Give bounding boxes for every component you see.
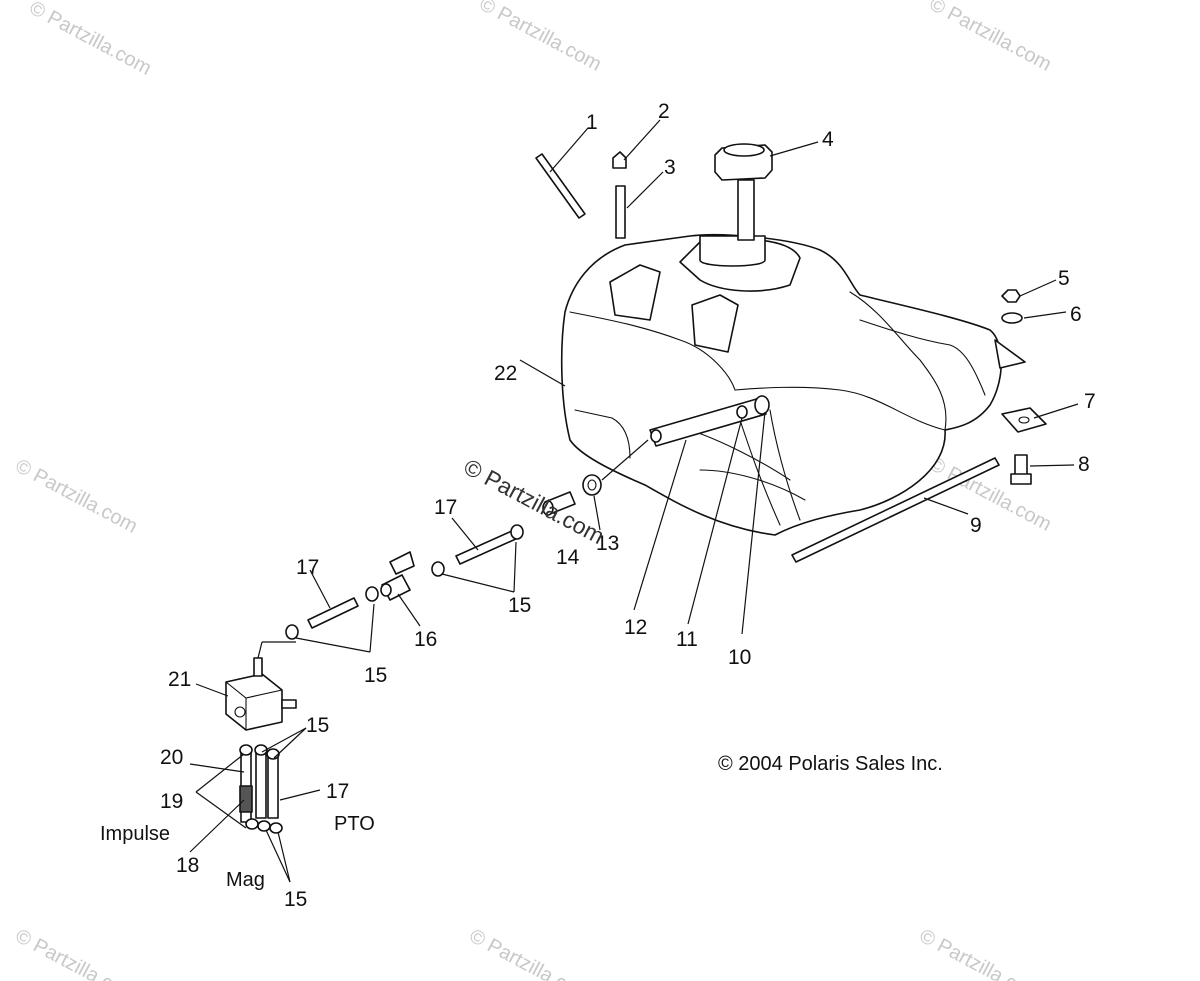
fuel-valve-part <box>380 551 415 601</box>
nut-part <box>1001 289 1021 303</box>
fuel-hose-upper <box>431 524 524 577</box>
watermark-bottom-right: © Partzilla.com <box>916 925 1045 981</box>
callout-15-mag: 15 <box>284 888 307 911</box>
callout-20: 20 <box>160 746 183 769</box>
callout-1: 1 <box>586 111 598 134</box>
callout-15-upper: 15 <box>508 594 531 617</box>
callout-21: 21 <box>168 668 191 691</box>
outlet-fitting-part <box>542 491 576 516</box>
fuel-pump-part <box>225 657 297 731</box>
impulse-label: Impulse <box>100 823 170 845</box>
callout-10: 10 <box>728 646 751 669</box>
fuel-hose-lower <box>285 586 379 640</box>
callout-6: 6 <box>1070 303 1082 326</box>
callout-5: 5 <box>1058 267 1070 290</box>
copyright-notice: © 2004 Polaris Sales Inc. <box>718 753 943 775</box>
callout-17-pto: 17 <box>326 780 349 803</box>
pto-label: PTO <box>334 813 375 835</box>
callout-15-pump: 15 <box>306 714 329 737</box>
callout-19: 19 <box>160 790 183 813</box>
pump-hoses <box>239 744 283 834</box>
vent-hose-part <box>615 185 626 239</box>
callout-7: 7 <box>1084 390 1096 413</box>
insulator-strip-part <box>791 457 1000 563</box>
callout-numbers: 1 2 3 4 5 6 7 8 9 10 11 12 13 14 15 16 1… <box>160 100 1096 911</box>
callout-18: 18 <box>176 854 199 877</box>
watermark-bottom-center: © Partzilla.com <box>466 925 595 981</box>
mag-label: Mag <box>226 869 265 891</box>
watermark-center: © Partzilla.com <box>460 453 609 549</box>
callout-14: 14 <box>556 546 580 569</box>
fuel-cap-assembly <box>699 143 773 267</box>
callout-13: 13 <box>596 532 619 555</box>
callout-17-lower: 17 <box>296 556 319 579</box>
callout-16: 16 <box>414 628 437 651</box>
watermark-top-left: © Partzilla.com <box>26 0 155 80</box>
callout-8: 8 <box>1078 453 1090 476</box>
watermark-bottom-left: © Partzilla.com <box>12 925 141 981</box>
callout-4: 4 <box>822 128 834 151</box>
callout-17-upper: 17 <box>434 496 457 519</box>
callout-12: 12 <box>624 616 647 639</box>
callout-11: 11 <box>676 628 698 651</box>
washer-part <box>1001 312 1023 324</box>
tank-strap-part <box>535 153 586 219</box>
callout-2: 2 <box>658 100 670 123</box>
fuel-tank <box>560 234 1026 536</box>
watermark-top-right: © Partzilla.com <box>926 0 1055 76</box>
callout-3: 3 <box>664 156 676 179</box>
vent-fitting-part <box>612 151 627 169</box>
callout-22: 22 <box>494 362 517 385</box>
watermark-top-center: © Partzilla.com <box>476 0 605 76</box>
leader-lines <box>189 119 1079 883</box>
callout-15-middle: 15 <box>364 664 387 687</box>
grommet-part <box>582 474 602 496</box>
bolt-part <box>1010 454 1032 485</box>
pad-part <box>1001 407 1047 433</box>
watermark-mid-left: © Partzilla.com <box>12 455 141 538</box>
callout-9: 9 <box>970 514 982 537</box>
